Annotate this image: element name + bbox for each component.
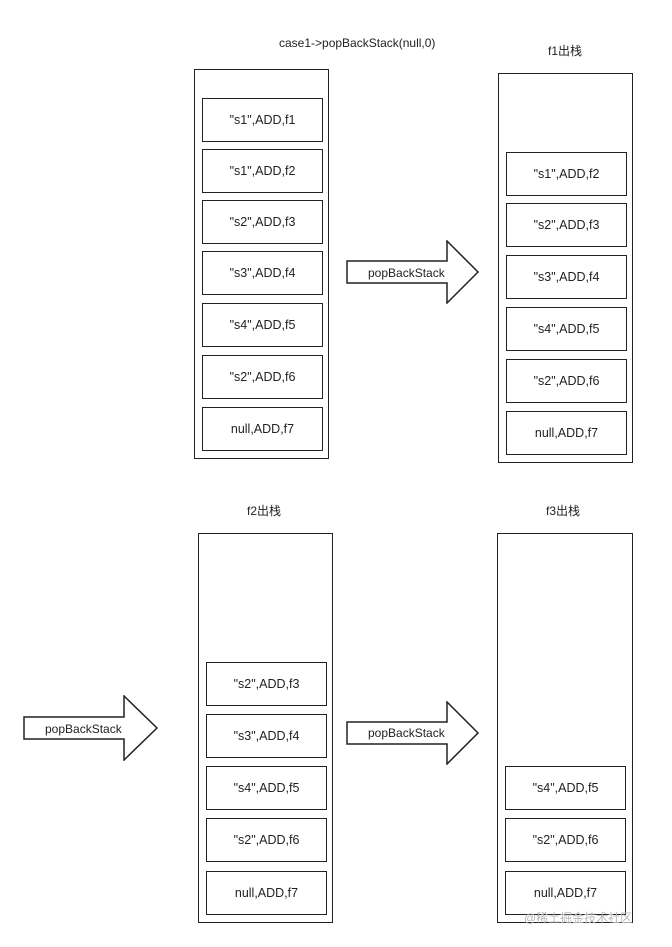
stack-after-f3: "s4",ADD,f5 "s2",ADD,f6 null,ADD,f7 <box>497 533 633 923</box>
arrow-label: popBackStack <box>368 726 445 740</box>
arrow-right-icon <box>346 701 480 765</box>
stack-entry: "s2",ADD,f6 <box>206 818 327 862</box>
stack-after-f2: "s2",ADD,f3 "s3",ADD,f4 "s4",ADD,f5 "s2"… <box>198 533 333 923</box>
stack-after-f1: "s1",ADD,f2 "s2",ADD,f3 "s3",ADD,f4 "s4"… <box>498 73 633 463</box>
stack-initial: "s1",ADD,f1 "s1",ADD,f2 "s2",ADD,f3 "s3"… <box>194 69 329 459</box>
stack-entry: "s2",ADD,f3 <box>506 203 627 247</box>
arrow-label: popBackStack <box>45 722 122 736</box>
stack-entry: null,ADD,f7 <box>202 407 323 451</box>
arrow-pop-2: popBackStack <box>23 695 159 761</box>
stack-entry: "s4",ADD,f5 <box>206 766 327 810</box>
stack-entry: null,ADD,f7 <box>206 871 327 915</box>
stack-entry: null,ADD,f7 <box>506 411 627 455</box>
arrow-pop-3: popBackStack <box>346 701 480 765</box>
title-f1-pop: f1出栈 <box>548 44 583 58</box>
watermark-text: @稀土掘金技术社区 <box>524 911 633 925</box>
stack-entry: "s1",ADD,f2 <box>506 152 627 196</box>
stack-entry: "s2",ADD,f3 <box>206 662 327 706</box>
stack-entry: "s4",ADD,f5 <box>202 303 323 347</box>
title-f2-pop: f2出栈 <box>247 504 282 518</box>
stack-entry: "s3",ADD,f4 <box>206 714 327 758</box>
stack-entry: "s2",ADD,f6 <box>506 359 627 403</box>
stack-entry: null,ADD,f7 <box>505 871 626 915</box>
stack-entry: "s1",ADD,f1 <box>202 98 323 142</box>
title-f3-pop: f3出栈 <box>546 504 581 518</box>
case-caption: case1->popBackStack(null,0) <box>279 36 436 50</box>
arrow-right-icon <box>23 695 159 761</box>
stack-entry: "s3",ADD,f4 <box>506 255 627 299</box>
stack-entry: "s2",ADD,f6 <box>505 818 626 862</box>
stack-entry: "s1",ADD,f2 <box>202 149 323 193</box>
stack-entry: "s2",ADD,f6 <box>202 355 323 399</box>
stack-entry: "s4",ADD,f5 <box>506 307 627 351</box>
arrow-pop-1: popBackStack <box>346 240 480 304</box>
stack-entry: "s3",ADD,f4 <box>202 251 323 295</box>
stack-entry: "s2",ADD,f3 <box>202 200 323 244</box>
arrow-label: popBackStack <box>368 266 445 280</box>
stack-entry: "s4",ADD,f5 <box>505 766 626 810</box>
arrow-right-icon <box>346 240 480 304</box>
